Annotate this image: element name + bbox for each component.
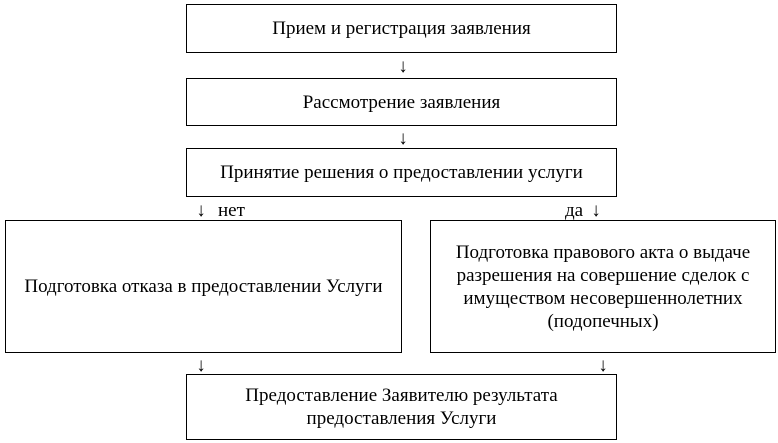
arrow-down-icon: ↓ (398, 56, 408, 77)
step-review-text: Рассмотрение заявления (302, 91, 501, 113)
step-review-box: Рассмотрение заявления (186, 78, 617, 126)
arrow-down-icon: ↓ (196, 355, 206, 376)
step-registration-box: Прием и регистрация заявления (186, 4, 617, 53)
arrow-down-icon: ↓ (598, 355, 608, 376)
step-registration-text: Прием и регистрация заявления (272, 18, 531, 39)
step-refusal-box: Подготовка отказа в предоставлении Услуг… (5, 220, 402, 353)
step-result-box: Предоставление Заявителю результата пред… (186, 374, 617, 440)
branch-label-no: нет (218, 200, 245, 221)
step-refusal-text: Подготовка отказа в предоставлении Услуг… (24, 276, 383, 297)
arrow-down-icon: ↓ (398, 128, 408, 149)
branch-label-yes: да (565, 200, 584, 221)
step-decision-text: Принятие решения о предоставлении услуги (220, 162, 583, 183)
step-permission-box: Подготовка правового акта о выдаче разре… (430, 220, 776, 353)
step-result-text: Предоставление Заявителю результата пред… (245, 385, 558, 429)
arrow-down-icon: ↓ (196, 200, 206, 221)
arrow-down-icon: ↓ (591, 200, 601, 221)
step-permission-text: Подготовка правового акта о выдаче разре… (455, 241, 751, 332)
step-decision-box: Принятие решения о предоставлении услуги (186, 148, 617, 197)
